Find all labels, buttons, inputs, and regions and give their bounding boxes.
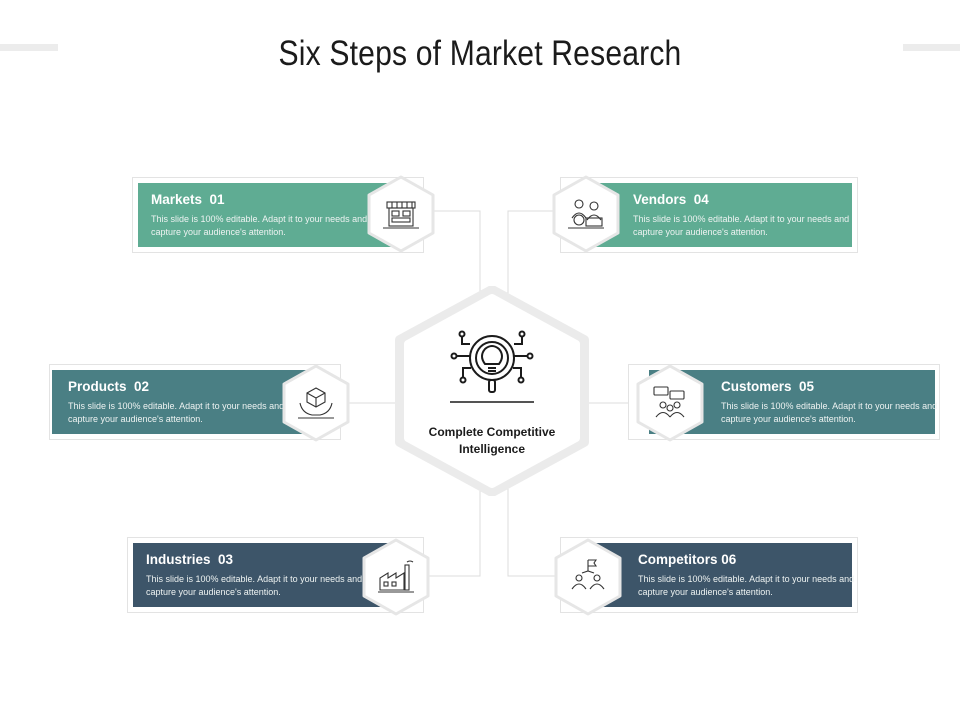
- step-heading-competitors: Competitors 06: [638, 552, 737, 567]
- hex-badge-customers: [634, 364, 706, 442]
- step-heading-customers: Customers 05: [721, 379, 815, 394]
- decorative-bar-right: [903, 44, 960, 51]
- hex-badge-competitors: [552, 538, 624, 616]
- connector-vendors: [507, 210, 560, 296]
- decorative-bar-left: [0, 44, 58, 51]
- step-desc-vendors: This slide is 100% editable. Adapt it to…: [633, 214, 850, 237]
- step-desc-industries: This slide is 100% editable. Adapt it to…: [146, 574, 363, 597]
- center-hexagon: Complete Competitive Intelligence: [392, 286, 592, 496]
- step-card-markets: Markets 01 This slide is 100% editable. …: [132, 177, 424, 253]
- competitors-flag-icon: [571, 559, 605, 590]
- step-heading-industries: Industries 03: [146, 552, 234, 567]
- lightbulb-magnifier-circuit-icon: [450, 330, 534, 403]
- hex-badge-industries: [360, 538, 432, 616]
- hex-badge-markets: [365, 175, 437, 253]
- step-desc-markets: This slide is 100% editable. Adapt it to…: [151, 214, 368, 237]
- step-desc-customers: This slide is 100% editable. Adapt it to…: [721, 401, 938, 424]
- box-in-hands-icon: [298, 387, 334, 419]
- market-stall-icon: [383, 201, 419, 229]
- connector-markets: [424, 210, 481, 296]
- step-band-industries: [133, 543, 403, 607]
- step-band-markets: [138, 183, 403, 247]
- customers-chat-icon: [653, 386, 685, 418]
- factory-icon: [378, 560, 414, 593]
- step-card-competitors: Competitors 06 This slide is 100% editab…: [560, 537, 858, 613]
- step-heading-vendors: Vendors 04: [633, 192, 709, 207]
- step-desc-competitors: This slide is 100% editable. Adapt it to…: [638, 574, 855, 597]
- step-band-products: [52, 370, 320, 434]
- connector-industries: [424, 488, 481, 577]
- step-heading-markets: Markets 01: [151, 192, 225, 207]
- step-band-competitors: [581, 543, 852, 607]
- hex-badge-vendors: [550, 175, 622, 253]
- step-desc-products: This slide is 100% editable. Adapt it to…: [68, 401, 285, 424]
- page-title: Six Steps of Market Research: [278, 34, 682, 73]
- connector-competitors: [507, 488, 560, 577]
- hex-badge-products: [280, 364, 352, 442]
- step-heading-products: Products 02: [68, 379, 150, 394]
- vendor-people-icon: [568, 199, 604, 229]
- step-band-vendors: [581, 183, 852, 247]
- center-label: Complete Competitive Intelligence: [428, 425, 556, 456]
